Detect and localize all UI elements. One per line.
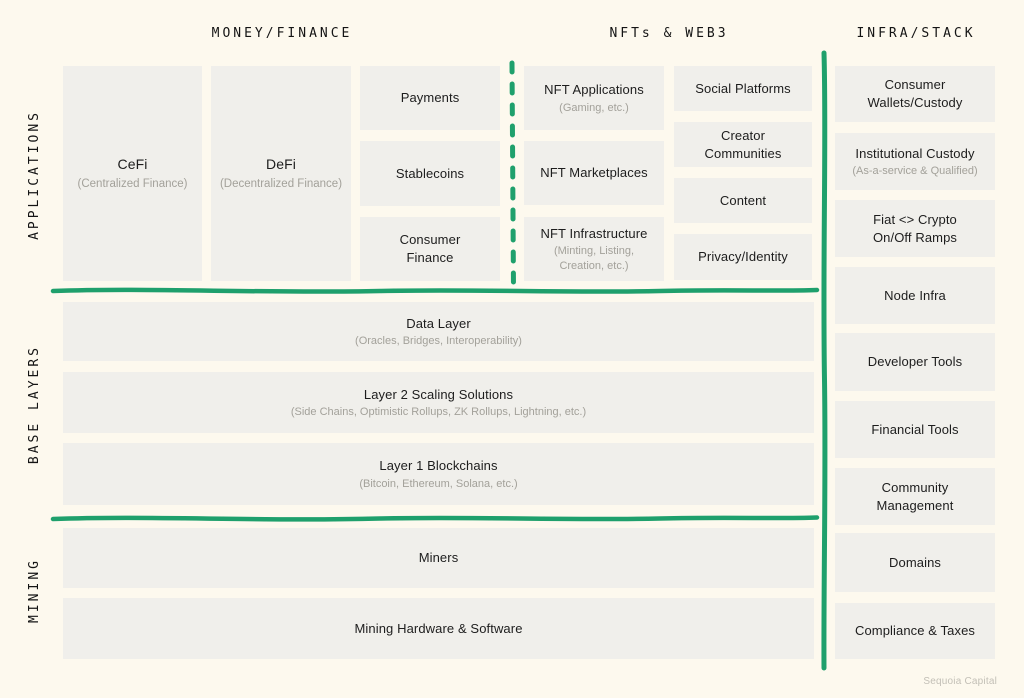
box-subtitle: (Minting, Listing, Creation, etc.) [553,245,635,272]
side-label-applications: APPLICATIONS [27,110,42,240]
box-title: NFT Applications [544,82,644,98]
box-miners: Miners [63,528,814,588]
box-title: Consumer Finance [399,232,461,265]
box-payments: Payments [360,66,500,130]
divider-money-nft-dashed [509,60,516,292]
box-title: Mining Hardware & Software [354,620,523,636]
box-title: Payments [400,90,460,106]
box-title: Social Platforms [695,80,791,96]
box-title: Community Management [876,479,954,513]
box-layer2-scaling-solutions: Layer 2 Scaling Solutions (Side Chains, … [63,372,814,433]
box-title: Miners [418,550,459,566]
box-node-infra: Node Infra [835,267,995,324]
box-domains: Domains [835,533,995,592]
box-title: Layer 1 Blockchains [379,458,498,474]
footer-credit: Sequoia Capital [923,676,997,687]
box-title: CeFi [117,156,148,173]
divider-baselayers-mining [50,515,820,522]
box-fiat-crypto-on-off-ramps: Fiat <> Crypto On/Off Ramps [835,200,995,257]
box-community-management: Community Management [835,468,995,525]
box-compliance-taxes: Compliance & Taxes [835,603,995,659]
box-subtitle: (Centralized Finance) [77,177,188,190]
box-title: Financial Tools [871,421,959,437]
box-layer1-blockchains: Layer 1 Blockchains (Bitcoin, Ethereum, … [63,443,814,505]
box-cefi: CeFi (Centralized Finance) [63,66,202,281]
box-subtitle: (As-a-service & Qualified) [852,165,978,178]
box-title: NFT Infrastructure [540,225,648,241]
box-institutional-custody: Institutional Custody (As-a-service & Qu… [835,133,995,190]
side-label-base-layers: BASE LAYERS [27,345,42,465]
box-defi: DeFi (Decentralized Finance) [211,66,351,281]
box-title: Stablecoins [395,165,465,181]
box-subtitle: (Bitcoin, Ethereum, Solana, etc.) [359,477,518,490]
box-title: Consumer Wallets/Custody [867,77,963,110]
box-subtitle: (Side Chains, Optimistic Rollups, ZK Rol… [290,406,587,419]
box-nft-infrastructure: NFT Infrastructure (Minting, Listing, Cr… [524,217,664,281]
box-developer-tools: Developer Tools [835,333,995,391]
box-creator-communities: Creator Communities [674,122,812,167]
divider-applications-baselayers [50,287,820,294]
box-data-layer: Data Layer (Oracles, Bridges, Interopera… [63,302,814,361]
box-privacy-identity: Privacy/Identity [674,234,812,280]
box-mining-hardware-software: Mining Hardware & Software [63,598,814,659]
box-title: Domains [889,554,941,570]
box-title: DeFi [266,156,296,173]
box-subtitle: (Oracles, Bridges, Interoperability) [355,335,522,348]
box-title: NFT Marketplaces [540,165,648,181]
box-title: Developer Tools [867,354,963,370]
box-social-platforms: Social Platforms [674,66,812,111]
box-consumer-finance: Consumer Finance [360,217,500,281]
box-title: Node Infra [884,287,946,303]
box-title: Fiat <> Crypto On/Off Ramps [872,211,958,245]
header-money-finance: MONEY/FINANCE [211,26,353,41]
box-nft-marketplaces: NFT Marketplaces [524,141,664,205]
box-title: Institutional Custody [855,145,975,161]
header-infra-stack: INFRA/STACK [856,26,976,41]
side-label-mining: MINING [27,558,42,623]
box-content: Content [674,178,812,223]
box-title: Compliance & Taxes [854,623,976,639]
box-nft-applications: NFT Applications (Gaming, etc.) [524,66,664,130]
box-title: Privacy/Identity [698,249,788,265]
box-title: Layer 2 Scaling Solutions [363,386,514,402]
box-title: Data Layer [406,315,471,331]
box-subtitle: (Gaming, etc.) [559,101,629,114]
box-consumer-wallets-custody: Consumer Wallets/Custody [835,66,995,122]
box-title: Content [719,192,767,208]
divider-infra-vertical [821,50,828,671]
box-subtitle: (Decentralized Finance) [219,177,343,190]
box-financial-tools: Financial Tools [835,401,995,458]
header-nfts-web3: NFTs & WEB3 [609,26,729,41]
box-title: Creator Communities [704,127,782,161]
box-stablecoins: Stablecoins [360,141,500,206]
